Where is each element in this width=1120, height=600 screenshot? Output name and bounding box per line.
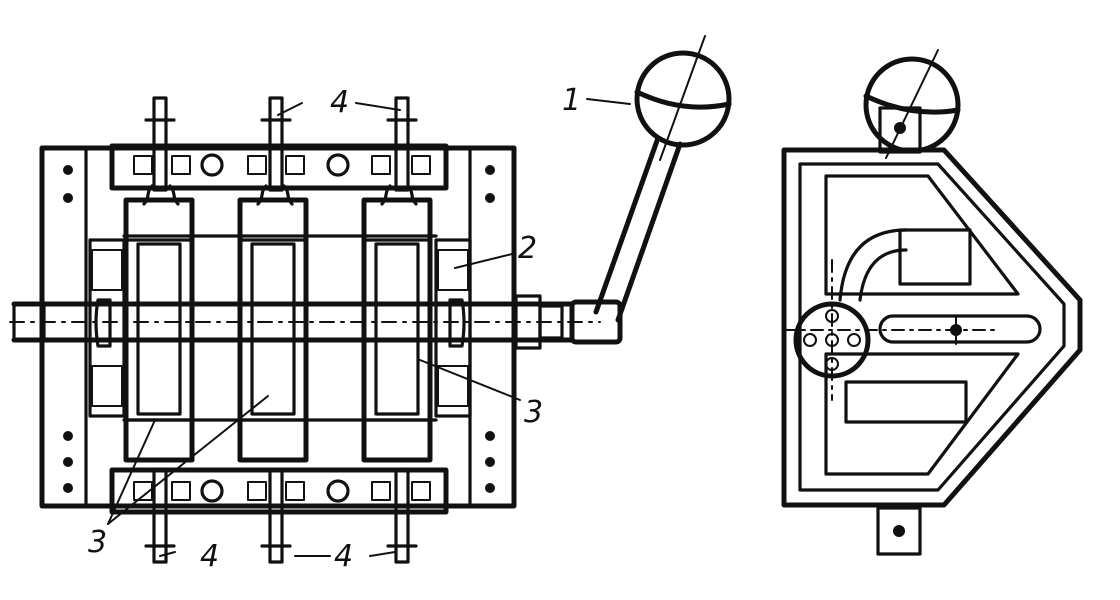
handle-knob: [634, 50, 732, 148]
bar-bolts: [63, 153, 495, 503]
label-blades-left: 3: [88, 525, 107, 560]
label-fixed-contact: 2: [518, 231, 537, 266]
operating-handle: [569, 35, 732, 345]
side-view: [781, 49, 1083, 556]
label-terminal-top: 4: [330, 85, 349, 120]
pole-2: [237, 184, 309, 463]
label-blade-right: 3: [524, 395, 543, 430]
pole-1: [123, 184, 195, 463]
mounting-lug: [876, 506, 922, 556]
upper-terminal-bar: [109, 143, 449, 191]
front-view: [9, 35, 732, 564]
label-handle: 1: [562, 83, 581, 118]
right-cheek-plate: [434, 238, 472, 418]
label-terminal-bottom-left: 4: [200, 539, 219, 574]
pole-3: [361, 184, 433, 463]
lower-terminals: [144, 468, 418, 564]
upper-terminals: [144, 96, 418, 192]
label-terminal-bottom-mid: 4: [334, 539, 353, 574]
callout-labels: 1 2 3 3 4 4 4: [88, 83, 581, 574]
side-frame: [781, 147, 1083, 508]
